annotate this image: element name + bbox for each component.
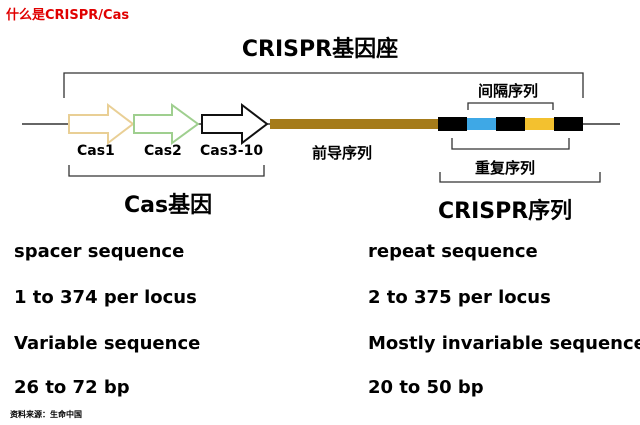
cas1-label: Cas1: [77, 143, 115, 159]
right-row-2: Mostly invariable sequence: [368, 333, 640, 354]
repeat-block: [554, 117, 583, 131]
locus-bracket: [63, 72, 584, 98]
leader-bar: [270, 119, 438, 129]
spacer-block: [525, 118, 554, 130]
cas3-10-label: Cas3-10: [200, 143, 264, 159]
right-row-1: 2 to 375 per locus: [368, 287, 551, 308]
leader-sequence-label: 前导序列: [312, 144, 373, 162]
left-row-2: Variable sequence: [14, 333, 201, 354]
repeat-block: [438, 117, 467, 131]
left-row-3: 26 to 72 bp: [14, 377, 130, 398]
right-row-0: repeat sequence: [368, 241, 538, 262]
repeat-bracket: [451, 138, 570, 150]
cas2-label: Cas2: [144, 143, 182, 159]
repeat-block: [496, 117, 525, 131]
crispr-locus-diagram: [22, 72, 620, 183]
spacer-bracket: [467, 102, 554, 110]
repeat-sequence-label: 重复序列: [475, 159, 536, 177]
cas3-arrow: [201, 102, 269, 146]
cas2-arrow: [133, 103, 200, 145]
crispr-array-bracket: [439, 172, 601, 183]
right-row-3: 20 to 50 bp: [368, 377, 484, 398]
spacer-block: [467, 118, 496, 130]
spacer-sequence-label: 间隔序列: [478, 82, 539, 100]
crispr-array-label: CRISPR序列: [438, 199, 573, 224]
header-title: 什么是CRISPR/Cas: [6, 8, 130, 23]
source-note: 资料来源：生命中国: [10, 410, 82, 419]
left-row-1: 1 to 374 per locus: [14, 287, 197, 308]
cas-genes-bracket: [68, 165, 265, 177]
cas-genes-label: Cas基因: [124, 193, 213, 218]
locus-title: CRISPR基因座: [241, 37, 399, 62]
cas1-arrow: [68, 102, 135, 146]
left-row-0: spacer sequence: [14, 241, 185, 262]
